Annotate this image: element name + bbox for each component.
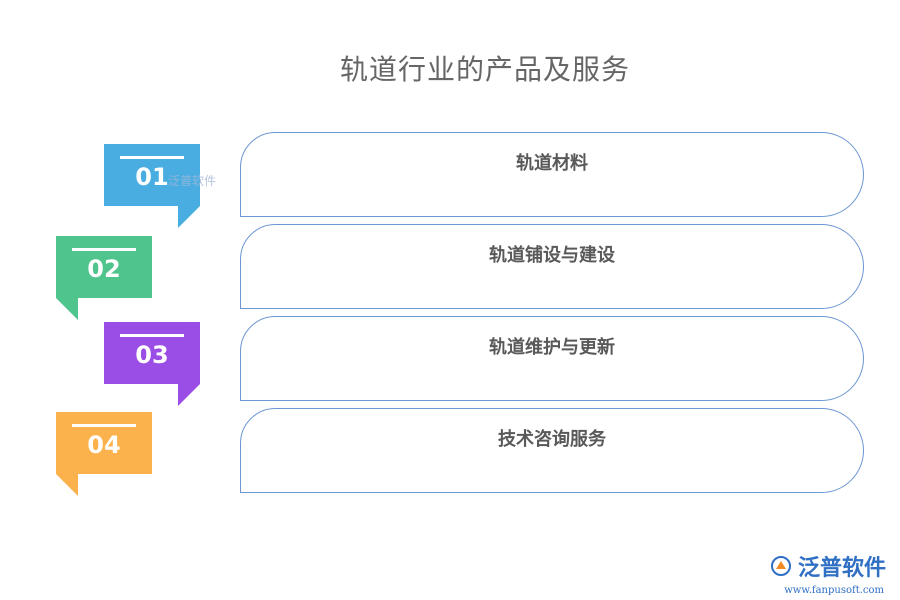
fanpu-logo-icon — [770, 556, 791, 576]
tag-bar — [72, 248, 136, 251]
step-tag-04: 04 — [56, 412, 152, 496]
watermark: 泛普软件 — [168, 174, 217, 188]
tag-tail — [178, 206, 200, 228]
tag-bar — [120, 334, 184, 337]
step-card-03: 轨道维护与更新 — [240, 316, 864, 401]
step-card-04: 技术咨询服务 — [240, 408, 864, 493]
step-number: 03 — [135, 341, 169, 369]
tag-tail — [56, 474, 78, 496]
step-tag-02: 02 — [56, 236, 152, 320]
tag-bar — [72, 424, 136, 427]
step-label: 轨道铺设与建设 — [489, 245, 615, 266]
tag-tail — [178, 384, 200, 406]
step-card-02: 轨道铺设与建设 — [240, 224, 864, 309]
logo-text: 泛普软件 — [797, 556, 886, 581]
step-number: 04 — [87, 431, 121, 459]
step-number: 02 — [87, 255, 121, 283]
diagram-title: 轨道行业的产品及服务 — [339, 53, 630, 86]
tag-tail — [56, 298, 78, 320]
tag-bar — [120, 156, 184, 159]
step-number: 01 — [135, 163, 169, 191]
logo-url: www.fanpusoft.com — [784, 585, 884, 596]
step-label: 技术咨询服务 — [498, 429, 606, 450]
step-label: 轨道材料 — [516, 153, 588, 174]
step-tag-01: 01 — [104, 144, 200, 228]
brand-logo: 泛普软件 — [770, 550, 886, 582]
step-card-01: 轨道材料 — [240, 132, 864, 217]
step-label: 轨道维护与更新 — [489, 337, 615, 358]
step-tag-03: 03 — [104, 322, 200, 406]
